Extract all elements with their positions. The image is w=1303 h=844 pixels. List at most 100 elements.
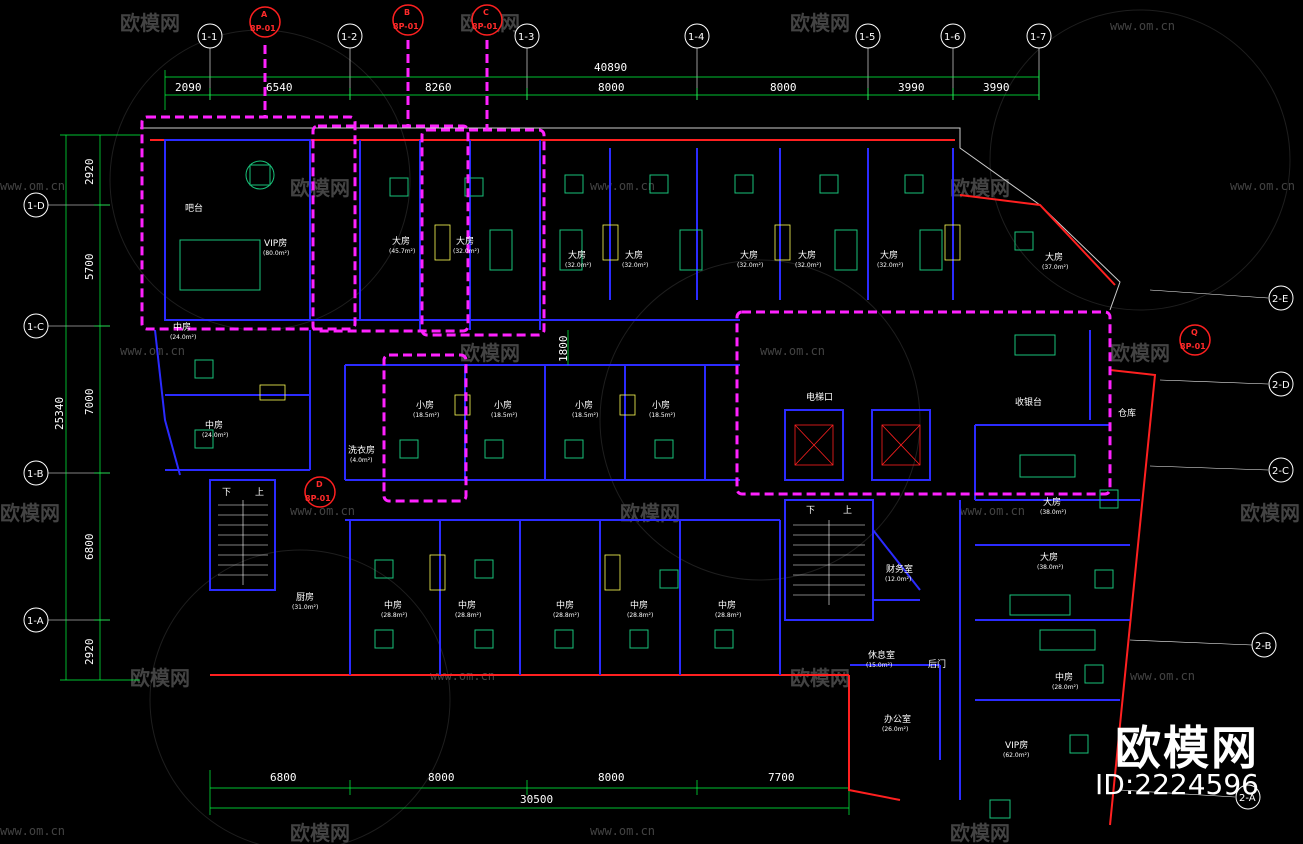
stair-right <box>793 520 865 605</box>
room-name: 电梯口 <box>806 391 833 403</box>
watermark-url: www.om.cn <box>290 504 355 518</box>
dim-top-7: 3990 <box>983 81 1010 94</box>
room-name: 大房 <box>880 249 898 261</box>
room-name: 吧台 <box>185 202 203 214</box>
watermark: 欧模网 <box>0 501 60 525</box>
room-name: 小房 <box>494 399 512 411</box>
watermark: 欧模网 <box>120 11 180 35</box>
grid-bubbles-left: 1-D 1-C 1-B 1-A <box>23 192 49 633</box>
grid-label: 1-C <box>27 322 44 333</box>
room-name: 中房 <box>384 599 402 611</box>
room-area: (12.0m²) <box>885 576 911 583</box>
room-area: (15.0m²) <box>866 662 892 669</box>
room-name: 休息室 <box>868 649 895 661</box>
brand-logo-text: 欧模网 <box>1115 721 1259 775</box>
grid-bubbles-right: 2-E 2-D 2-C 2-B 2-A <box>1119 285 1294 810</box>
room-name: 后门 <box>928 658 946 670</box>
room-name: 中房 <box>458 599 476 611</box>
room-name: 中房 <box>556 599 574 611</box>
room-name: 小房 <box>575 399 593 411</box>
room-area: (24.0m²) <box>170 334 196 341</box>
dim-left-3: 7000 <box>83 389 96 416</box>
room-area: (37.0m²) <box>1042 264 1068 271</box>
stair-up-label: 上 <box>255 487 264 498</box>
room-area: (28.0m²) <box>1052 684 1078 691</box>
room-name: 仓库 <box>1118 407 1136 419</box>
furniture-layer <box>179 160 1119 819</box>
room-area: (32.0m²) <box>737 262 763 269</box>
stair-left <box>218 500 268 585</box>
grid-label: 1-B <box>27 469 44 480</box>
watermark: 欧模网 <box>950 821 1010 844</box>
dim-top-4: 8000 <box>598 81 625 94</box>
grid-label: 2-A <box>1239 793 1256 804</box>
grid-bubbles-top: 1-1 1-2 1-3 1-4 1-5 1-6 1-7 <box>197 23 1052 49</box>
dim-bottom-3: 8000 <box>598 771 625 784</box>
room-area: (18.5m²) <box>413 412 439 419</box>
watermark-url: www.om.cn <box>0 824 65 838</box>
dim-bottom-2: 8000 <box>428 771 455 784</box>
room-area: (32.0m²) <box>795 262 821 269</box>
room-name: 大房 <box>740 249 758 261</box>
dim-top-6: 3990 <box>898 81 925 94</box>
section-ref: 8P-01 <box>305 494 331 503</box>
watermark-url: www.om.cn <box>1130 669 1195 683</box>
room-name: 厨房 <box>296 591 314 603</box>
room-area: (32.0m²) <box>877 262 903 269</box>
room-area: (28.8m²) <box>455 612 481 619</box>
dim-left-2: 5700 <box>83 254 96 281</box>
watermark-url: www.om.cn <box>960 504 1025 518</box>
room-area: (4.0m²) <box>350 457 372 464</box>
room-area: (18.5m²) <box>491 412 517 419</box>
watermark: 欧模网 <box>130 666 190 690</box>
section-letter: Q <box>1191 328 1198 337</box>
room-name: 大房 <box>392 235 410 247</box>
room-area: (18.5m²) <box>649 412 675 419</box>
fixtures-layer <box>259 224 961 591</box>
section-letter: C <box>483 8 489 17</box>
grid-label: 1-1 <box>201 32 217 43</box>
dim-left-1: 2920 <box>83 159 96 186</box>
grid-label: 2-E <box>1272 294 1288 305</box>
grid-label: 2-D <box>1272 380 1290 391</box>
dim-top-3: 8260 <box>425 81 452 94</box>
room-area: (80.0m²) <box>263 250 289 257</box>
room-name: 大房 <box>568 249 586 261</box>
dim-left-5: 2920 <box>83 639 96 666</box>
watermark: 欧模网 <box>790 666 850 690</box>
section-letter: A <box>261 10 268 19</box>
room-area: (28.8m²) <box>381 612 407 619</box>
room-area: (45.7m²) <box>389 248 415 255</box>
stair-down-label: 下 <box>806 506 815 516</box>
watermark-url: www.om.cn <box>120 344 185 358</box>
dim-bottom-1: 6800 <box>270 771 297 784</box>
room-labels: VIP房 (80.0m²) 吧台 大房 (45.7m²) 大房 (32.0m²)… <box>170 202 1136 759</box>
watermark: 欧模网 <box>950 176 1010 200</box>
watermark-url: www.om.cn <box>1110 19 1175 33</box>
room-area: (32.0m²) <box>453 248 479 255</box>
room-name: 大房 <box>1045 251 1063 263</box>
grid-label: 1-3 <box>518 32 534 43</box>
dim-corridor: 1800 <box>557 336 570 363</box>
elevator-shafts <box>794 424 921 466</box>
room-name: 大房 <box>625 249 643 261</box>
room-name: 大房 <box>456 235 474 247</box>
section-letter: D <box>316 480 323 489</box>
room-name: 中房 <box>173 321 191 333</box>
stair-down-label: 下 <box>222 488 231 498</box>
room-name: 小房 <box>416 399 434 411</box>
room-name: VIP房 <box>264 237 287 249</box>
watermark: 欧模网 <box>790 11 850 35</box>
room-area: (32.0m²) <box>565 262 591 269</box>
room-area: (32.0m²) <box>622 262 648 269</box>
room-name: 中房 <box>718 599 736 611</box>
watermark: 欧模网 <box>290 176 350 200</box>
room-area: (31.0m²) <box>292 604 318 611</box>
grid-label: 2-B <box>1255 641 1272 652</box>
watermark-url: www.om.cn <box>0 179 65 193</box>
dim-top-total: 40890 <box>594 61 627 74</box>
room-area: (26.0m²) <box>882 726 908 733</box>
watermark: 欧模网 <box>620 501 680 525</box>
room-area: (38.0m²) <box>1040 509 1066 516</box>
